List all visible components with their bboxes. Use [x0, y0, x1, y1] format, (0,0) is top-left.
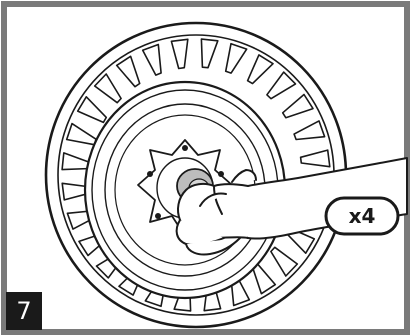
tread-block	[270, 246, 299, 277]
tread-block	[200, 38, 219, 69]
tread-block	[224, 42, 248, 74]
tread-block	[266, 71, 297, 100]
tread-block	[281, 93, 314, 119]
tread-block	[170, 38, 189, 70]
x4-callout-bubble	[324, 196, 400, 236]
tread-block	[76, 96, 108, 124]
tread-block	[293, 120, 326, 141]
tread-block	[115, 55, 141, 88]
wheel-tire-illustration	[44, 21, 348, 329]
tread-block	[299, 149, 331, 168]
step-number-badge: 7	[6, 292, 42, 330]
quantity-callout: x4	[348, 204, 376, 228]
tread-block	[246, 54, 274, 85]
tread-block	[141, 43, 162, 76]
tread-block	[93, 73, 122, 104]
